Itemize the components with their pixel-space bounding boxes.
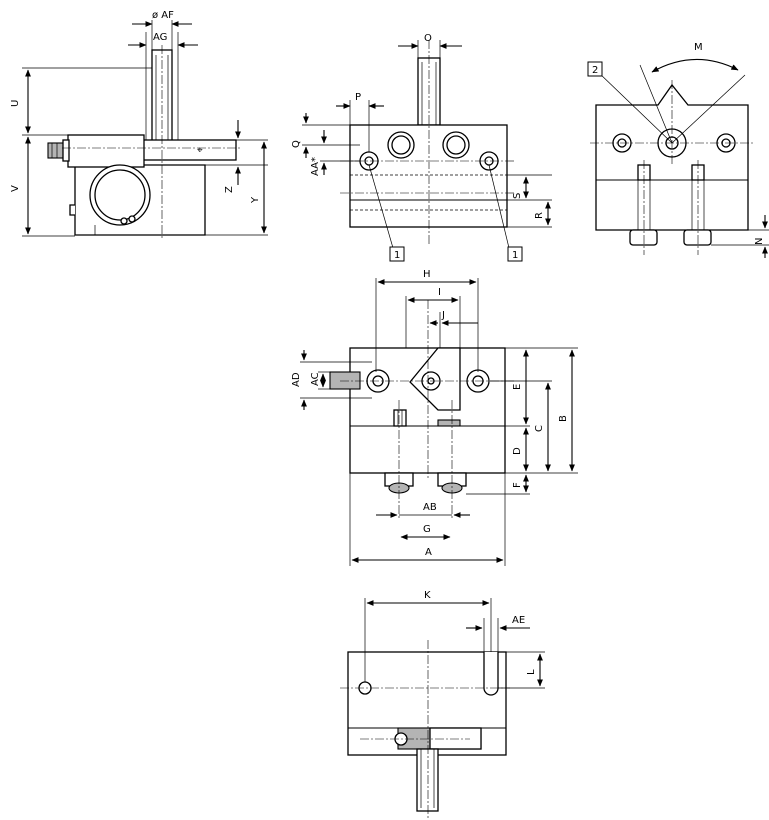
dim-ac: AC xyxy=(310,372,321,386)
dim-aa: AA* xyxy=(310,157,321,176)
dim-o: O xyxy=(424,33,432,44)
dim-c: C xyxy=(534,425,545,432)
dim-s: S xyxy=(512,193,523,199)
dim-q: Q xyxy=(291,140,302,148)
dim-j: J xyxy=(441,310,445,321)
callout-1-left: 1 xyxy=(394,250,400,261)
dim-b: B xyxy=(558,415,569,422)
dim-ae: AE xyxy=(512,615,525,626)
top-view: H I J AD AC E C B D F xyxy=(291,269,578,566)
dim-u: U xyxy=(10,100,21,107)
callout-2: 2 xyxy=(592,65,598,76)
dim-a: A xyxy=(425,547,432,558)
dim-n: N xyxy=(754,238,765,245)
dim-ad: AD xyxy=(291,372,302,387)
position-mark-icon: ⌖ xyxy=(197,145,203,156)
dim-e: E xyxy=(512,384,523,390)
dim-h: H xyxy=(423,269,431,280)
dim-p: P xyxy=(355,92,361,103)
bottom-view: K AE L xyxy=(340,590,545,818)
dim-ab: AB xyxy=(423,502,437,513)
dim-z: Z xyxy=(224,186,235,193)
dim-i: I xyxy=(438,287,441,298)
dim-d: D xyxy=(512,447,523,455)
rear-view: M N 2 xyxy=(587,42,769,258)
dim-g: G xyxy=(423,524,431,535)
side-view: ø AF AG U V Z Y ⌖ xyxy=(10,10,268,240)
dim-l: L xyxy=(526,669,537,675)
dim-r: R xyxy=(534,212,545,219)
callout-1-right: 1 xyxy=(512,250,518,261)
dim-m: M xyxy=(694,42,703,53)
dim-ag: AG xyxy=(153,32,167,43)
dim-af: ø AF xyxy=(152,10,174,21)
front-view: O P Q AA* S R 1 1 xyxy=(291,33,552,262)
dim-f: F xyxy=(512,482,523,488)
dim-k: K xyxy=(424,590,431,601)
dim-v: V xyxy=(10,185,21,192)
dim-y: Y xyxy=(250,196,261,204)
